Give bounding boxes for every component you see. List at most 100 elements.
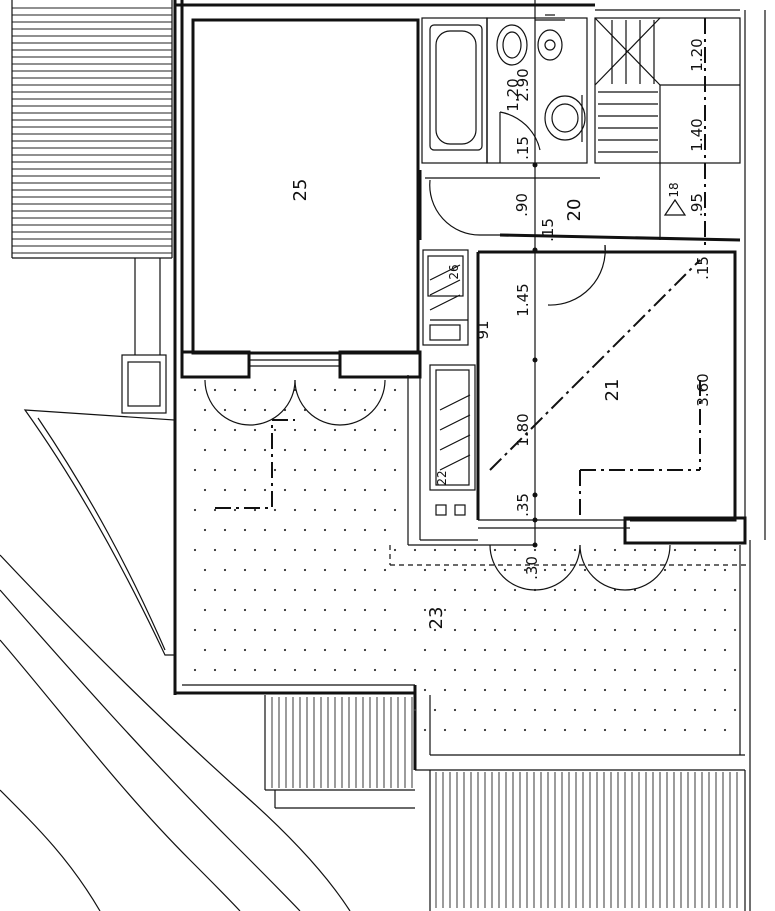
terrace-dot: [223, 528, 227, 532]
terrace-dot: [353, 628, 357, 632]
terrace-dot: [383, 448, 387, 452]
terrace-dot: [433, 628, 437, 632]
terrace-dot: [273, 548, 277, 552]
terrace-dot: [493, 548, 497, 552]
terrace-dot: [583, 728, 587, 732]
toilet: [496, 24, 528, 66]
dim-35: .35: [514, 493, 532, 517]
terrace-dot: [643, 568, 647, 572]
terrace-dot: [233, 388, 237, 392]
terrace-dot: [543, 568, 547, 572]
terrace-dot: [203, 648, 207, 652]
terrace-dot: [453, 628, 457, 632]
terrace-dot: [663, 568, 667, 572]
terrace-dot: [463, 648, 467, 652]
terrace-dot: [203, 568, 207, 572]
terrace-dot: [213, 668, 217, 672]
terrace-dot: [643, 688, 647, 692]
terrace-dot: [323, 608, 327, 612]
terrace-dot: [713, 548, 717, 552]
terrace-dot: [693, 548, 697, 552]
terrace-dot: [413, 588, 417, 592]
terrace-dot: [253, 388, 257, 392]
terrace-dot: [723, 608, 727, 612]
terrace-dot: [383, 408, 387, 412]
dim-2-90: 2.90: [514, 68, 532, 101]
terrace-dot: [193, 588, 197, 592]
terrace-dot: [203, 408, 207, 412]
chimney: [121, 258, 167, 414]
terrace-23: 23 .30: [193, 379, 750, 756]
terrace-dot: [413, 548, 417, 552]
terrace-dot: [313, 428, 317, 432]
terrace-dot: [413, 708, 417, 712]
terrace-dot: [333, 428, 337, 432]
terrace-dot: [523, 648, 527, 652]
terrace-dot: [193, 668, 197, 672]
terrace-dot: [483, 648, 487, 652]
terrace-dot: [203, 528, 207, 532]
terrace-dot: [433, 668, 437, 672]
terrace-dot: [263, 408, 267, 412]
terrace-dot: [573, 548, 577, 552]
terrace-dot: [583, 568, 587, 572]
terrace-dot: [463, 688, 467, 692]
terrace-dot: [213, 388, 217, 392]
dim-3-60: 3.60: [694, 373, 712, 406]
terrace-dot: [693, 628, 697, 632]
terrace-dot: [393, 428, 397, 432]
bathroom: 1.20 2.90 .15: [421, 0, 588, 545]
terrace-dot: [303, 528, 307, 532]
terrace-dot: [233, 628, 237, 632]
terrace-dot: [393, 668, 397, 672]
room-23-label: 23: [426, 607, 447, 630]
terrace-dot: [263, 448, 267, 452]
terrace-dot: [583, 608, 587, 612]
terrace-dot: [273, 468, 277, 472]
terrace-dot: [333, 668, 337, 672]
terrace-dot: [573, 628, 577, 632]
terrace-dot: [563, 648, 567, 652]
terrace-dot: [473, 628, 477, 632]
terrace-dot: [733, 548, 737, 552]
terrace-dot: [373, 388, 377, 392]
terrace-dot: [603, 608, 607, 612]
room-22-label: 22: [435, 470, 449, 485]
room-21-label: 21: [602, 379, 623, 402]
terrace-dot: [233, 668, 237, 672]
dim-15-c: .15: [694, 256, 712, 280]
terrace-dot: [293, 548, 297, 552]
terrace-dot: [333, 548, 337, 552]
terrace-dot: [213, 468, 217, 472]
terrace-dot: [333, 468, 337, 472]
terrace-dot: [243, 608, 247, 612]
terrace-dot: [633, 628, 637, 632]
terrace-dot: [253, 468, 257, 472]
terrace-dot: [353, 468, 357, 472]
terrace-dot: [423, 608, 427, 612]
terrace-dot: [473, 588, 477, 592]
terrace-dot: [443, 688, 447, 692]
terrace-dot: [553, 628, 557, 632]
terrace-dot: [593, 628, 597, 632]
terrace-dot: [573, 588, 577, 592]
terrace-dot: [363, 608, 367, 612]
terrace-dot: [223, 488, 227, 492]
terrace-dot: [323, 488, 327, 492]
terrace-dot: [613, 548, 617, 552]
terrace-dot: [243, 488, 247, 492]
terrace-dot: [563, 568, 567, 572]
terrace-dot: [533, 668, 537, 672]
terrace-dot: [613, 628, 617, 632]
dim-91: 91: [474, 320, 492, 339]
terrace-dot: [203, 448, 207, 452]
terrace-dot: [523, 688, 527, 692]
terrace-dot: [193, 428, 197, 432]
terrace-dot: [653, 708, 657, 712]
terrace-dot: [353, 548, 357, 552]
terrace-dot: [283, 448, 287, 452]
terrace-dot: [303, 648, 307, 652]
terrace-dot: [573, 708, 577, 712]
terrace-dot: [213, 548, 217, 552]
terrace-dot: [373, 428, 377, 432]
